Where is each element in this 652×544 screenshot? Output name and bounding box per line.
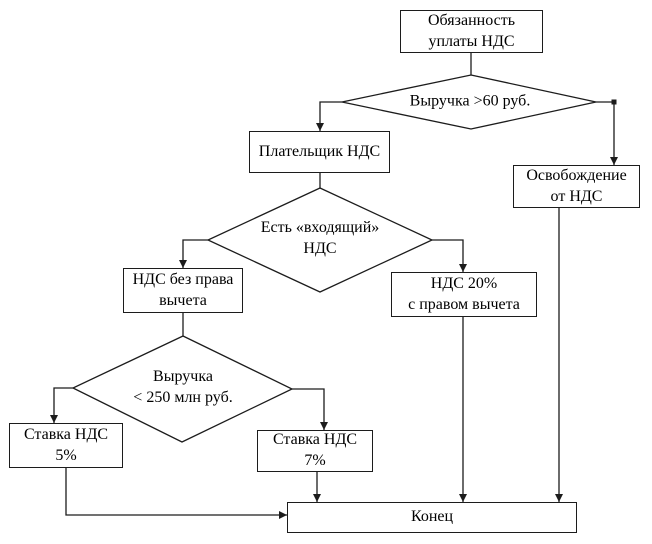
- edge-revenue-250-check-to-rate-5: [50, 387, 73, 423]
- decision-label-has-input-vat: Есть «входящий» НДС: [260, 219, 380, 257]
- edge-input-vat-check-to-vat-20: [432, 239, 467, 272]
- decision-diamond-revenue-over-60: [341, 74, 597, 130]
- edge-rate-5-to-end: [65, 468, 287, 519]
- node-vat-exemption: Освобождение от НДС: [513, 165, 640, 208]
- node-rate-5: Ставка НДС 5%: [9, 423, 123, 468]
- edge-input-vat-check-to-no-deduction: [179, 239, 208, 268]
- decision-label-revenue-under-250: Выручка < 250 млн руб.: [133, 368, 233, 406]
- node-vat-no-deduction: НДС без права вычета: [123, 268, 243, 313]
- node-rate-7: Ставка НДС 7%: [257, 430, 373, 472]
- decision-label-revenue-over-60: Выручка >60 руб.: [409, 92, 531, 110]
- node-vat-20-deduction: НДС 20% с правом вычета: [391, 272, 537, 317]
- decision-diamond-revenue-under-250: [71, 335, 294, 443]
- edge-revenue-check-to-vat-payer: [316, 101, 342, 131]
- edge-revenue-check-to-exemption: [596, 101, 618, 165]
- node-end: Конец: [287, 502, 577, 533]
- corner-join-dot: [611, 99, 617, 105]
- decision-diamond-has-input-vat: [206, 187, 434, 293]
- edge-revenue-250-check-to-rate-7: [292, 388, 328, 430]
- node-obligation: Обязанность уплаты НДС: [400, 10, 543, 53]
- node-vat-payer: Плательщик НДС: [249, 131, 390, 173]
